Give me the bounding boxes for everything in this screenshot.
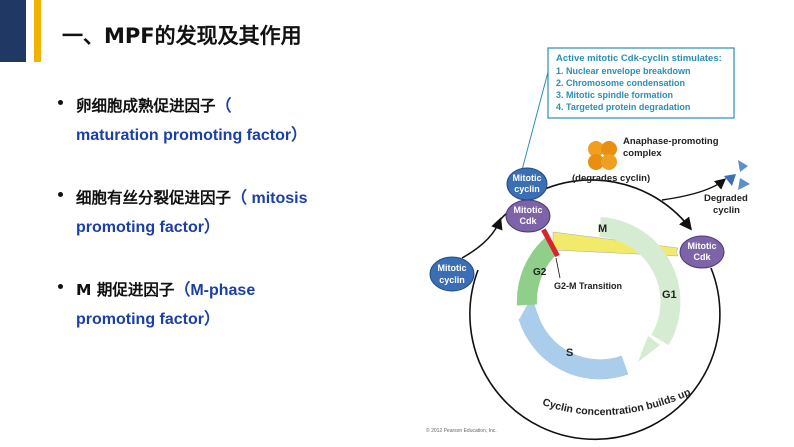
term-english: （ mitosis xyxy=(231,190,308,207)
cdk-label: Cdk xyxy=(693,252,711,262)
apc-label: Anaphase-promoting xyxy=(623,136,719,147)
degrades-label: (degrades cyclin) xyxy=(572,173,650,184)
term-english: maturation promoting factor） xyxy=(76,127,308,144)
mitotic-cyclin-node xyxy=(429,256,475,292)
mitotic-cyclin-node xyxy=(506,167,548,201)
cdk-label: Cdk xyxy=(519,216,537,226)
stimulates-item: 3. Mitotic spindle formation xyxy=(556,90,673,100)
degraded-cyclin-fragment xyxy=(738,178,750,190)
bullet-dot xyxy=(58,284,63,289)
bullet-list: 卵细胞成熟促进因子（ maturation promoting factor） … xyxy=(54,92,404,368)
callout-leader-line xyxy=(521,71,549,171)
phase-g1-label: G1 xyxy=(662,289,677,301)
transition-marker xyxy=(541,228,560,258)
transition-leader-line xyxy=(555,257,561,279)
phase-g2-label: G2 xyxy=(533,267,547,278)
phase-g1-arrow xyxy=(599,217,681,346)
phase-s-arrow xyxy=(518,312,629,380)
bullet-item-mitosis: 细胞有丝分裂促进因子（ mitosis promoting factor） xyxy=(54,184,404,242)
term-english: promoting factor） xyxy=(76,311,220,328)
cyclin-label: Mitotic xyxy=(438,263,467,273)
term-chinese: 细胞有丝分裂促进因子 xyxy=(76,189,232,207)
stimulates-title: Active mitotic Cdk-cyclin stimulates: xyxy=(556,53,722,64)
degraded-cyclin-fragment xyxy=(724,174,736,186)
apc-subunit xyxy=(601,154,617,170)
apc-subunit xyxy=(601,141,617,157)
cell-cycle-svg: Active mitotic Cdk-cyclin stimulates: 1.… xyxy=(426,47,750,441)
stimulates-item: 2. Chromosome condensation xyxy=(556,78,685,88)
mitotic-cdk-node xyxy=(679,235,725,269)
buildup-label: Cyclin concentration builds up xyxy=(541,386,693,418)
apc-label: complex xyxy=(623,148,662,159)
phase-s-arrowhead xyxy=(520,296,540,322)
accent-bar-gold xyxy=(34,0,41,62)
phase-s-label: S xyxy=(566,347,573,359)
bullet-line: M 期促进因子（M-phase xyxy=(76,276,404,305)
degraded-cyclin-label: Degraded xyxy=(704,193,748,204)
bullet-line: maturation promoting factor） xyxy=(76,121,404,150)
term-english: promoting factor） xyxy=(76,219,220,236)
term-english: （M-phase xyxy=(174,282,256,299)
bullet-line: promoting factor） xyxy=(76,305,404,334)
bullet-line: 细胞有丝分裂促进因子（ mitosis xyxy=(76,184,404,213)
apc-subunit xyxy=(588,154,604,170)
bullet-item-m-phase: M 期促进因子（M-phase promoting factor） xyxy=(54,276,404,334)
term-english: （ xyxy=(215,98,232,115)
stimulates-item: 1. Nuclear envelope breakdown xyxy=(556,66,691,76)
mpf-cell-cycle-diagram: Active mitotic Cdk-cyclin stimulates: 1.… xyxy=(420,40,794,444)
bullet-line: 卵细胞成熟促进因子（ xyxy=(76,92,404,121)
apc-subunit xyxy=(588,141,604,157)
stimulates-callout-box xyxy=(547,47,735,119)
cyclin-label: cyclin xyxy=(514,184,540,194)
bullet-dot xyxy=(58,100,63,105)
bullet-dot xyxy=(58,192,63,197)
cdk-label: Mitotic xyxy=(688,241,717,251)
cdk-label: Mitotic xyxy=(514,205,543,215)
phase-g2-arrow xyxy=(516,237,559,306)
cycle-arrow-bottom xyxy=(469,267,721,441)
copyright-notice: © 2012 Pearson Education, Inc. xyxy=(426,427,497,434)
cyclin-label: cyclin xyxy=(439,275,465,285)
degraded-cyclin-label: cyclin xyxy=(713,205,740,216)
buildup-text: Cyclin concentration builds up xyxy=(541,386,693,418)
stimulates-item: 4. Targeted protein degradation xyxy=(556,102,690,112)
slide-title: 一、MPF的发现及其作用 xyxy=(62,24,302,48)
term-chinese: 卵细胞成熟促进因子 xyxy=(76,97,216,115)
phase-m-label: M xyxy=(598,223,607,235)
degraded-cyclin-fragment xyxy=(738,160,748,172)
term-chinese: M 期促进因子 xyxy=(76,281,175,299)
cyclin-binding-arrow xyxy=(461,217,503,259)
phase-g1-arrowhead xyxy=(638,336,660,362)
cyclin-label: Mitotic xyxy=(513,173,542,183)
transition-label: G2-M Transition xyxy=(554,281,622,291)
accent-bar-navy xyxy=(0,0,26,62)
bullet-line: promoting factor） xyxy=(76,213,404,242)
degradation-arrow xyxy=(661,178,727,201)
bullet-item-maturation: 卵细胞成熟促进因子（ maturation promoting factor） xyxy=(54,92,404,150)
